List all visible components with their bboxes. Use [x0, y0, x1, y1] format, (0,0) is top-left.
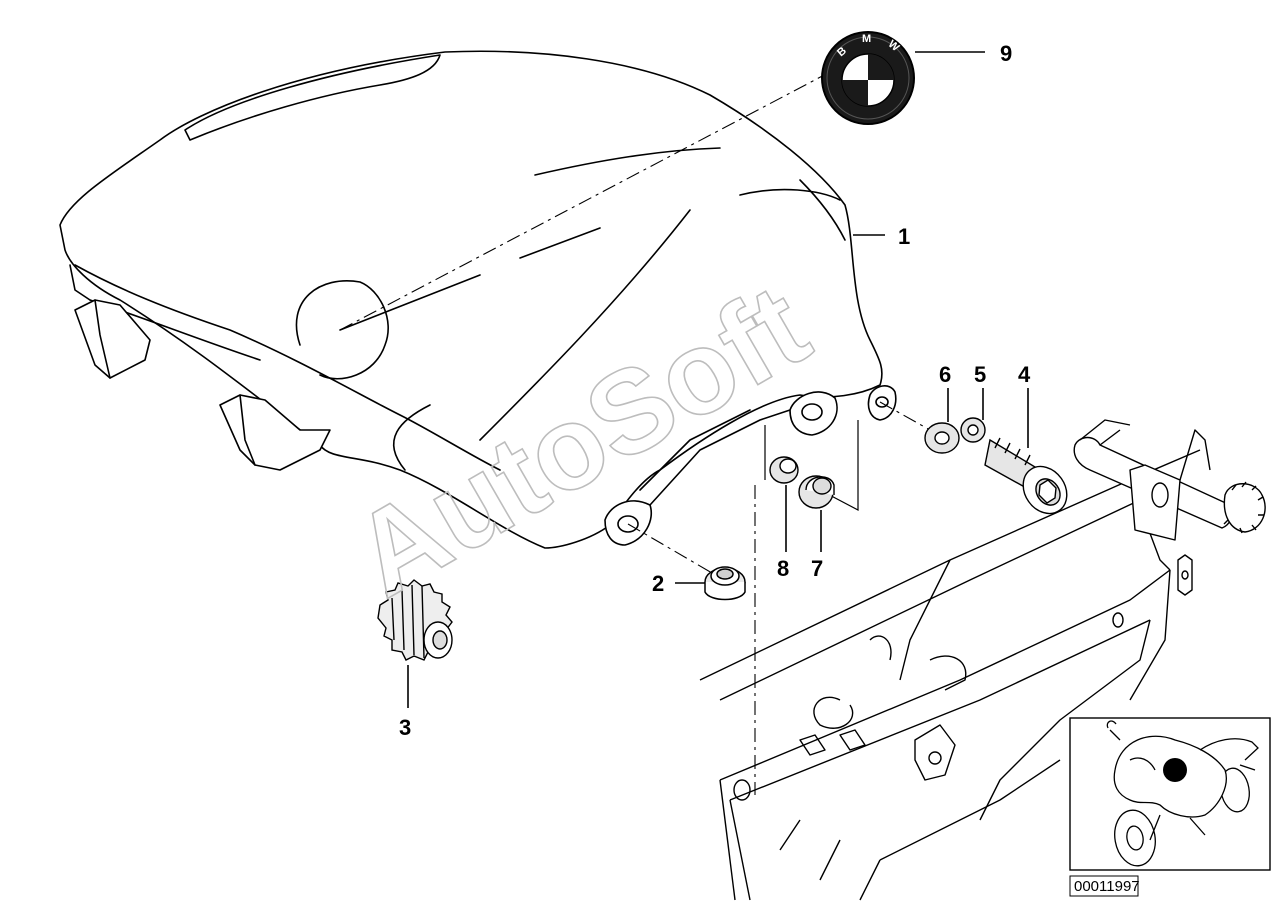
callout-5: 5	[974, 362, 986, 387]
reference-code: 00011997	[1074, 878, 1140, 895]
callout-9: 9	[1000, 41, 1012, 66]
washer-6-part	[924, 422, 960, 454]
reference-code-box: 00011997	[1069, 875, 1140, 897]
callout-8: 8	[777, 556, 789, 581]
location-marker-icon	[1163, 758, 1187, 782]
callout-7: 7	[811, 556, 823, 581]
washer-5-part	[960, 417, 986, 443]
tank-cover-part	[59, 50, 897, 549]
emblem-letter-m: M	[862, 33, 871, 45]
callout-2: 2	[652, 571, 664, 596]
leader-lines	[339, 71, 976, 795]
callout-4: 4	[1018, 362, 1031, 387]
location-inset	[1069, 717, 1271, 871]
motorcycle-frame	[699, 419, 1266, 901]
bmw-emblem: B M W	[821, 31, 915, 125]
grommet-part	[704, 566, 746, 601]
callout-1: 1	[898, 224, 910, 249]
bushing-7-part	[798, 475, 835, 509]
callout-3: 3	[399, 715, 411, 740]
callout-leaders	[407, 51, 1029, 708]
sleeve-8-part	[769, 456, 799, 484]
rubber-buffer-part	[377, 579, 453, 661]
bolt-part	[984, 437, 1068, 515]
callout-6: 6	[939, 362, 951, 387]
